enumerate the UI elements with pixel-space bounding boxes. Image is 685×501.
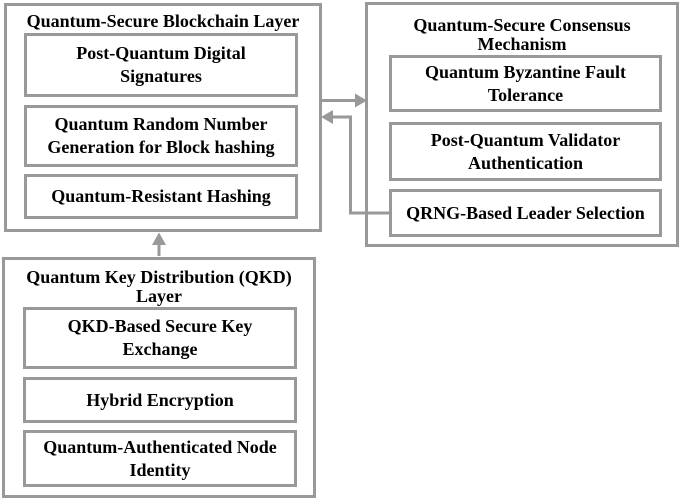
blockchain-item-label: Quantum Random Number Generation for Blo… [47, 114, 275, 157]
consensus-mechanism-box: Quantum-Secure Consensus Mechanism Quant… [365, 2, 679, 247]
consensus-mechanism-title: Quantum-Secure Consensus Mechanism [413, 15, 631, 54]
qkd-item-label: QKD-Based Secure Key Exchange [67, 316, 253, 359]
consensus-item-label: QRNG-Based Leader Selection [406, 202, 645, 223]
blockchain-item-label: Quantum-Resistant Hashing [51, 186, 271, 206]
consensus-item-qrng-based-leader-selection: QRNG-Based Leader Selection [389, 189, 662, 237]
arrowhead-up-icon [152, 232, 166, 245]
consensus-item-post-quantum-validator-authentication: Post-Quantum Validator Authentication [389, 122, 662, 181]
arrowhead-left-icon [321, 110, 333, 124]
qkd-layer-box: Quantum Key Distribution (QKD) Layer QKD… [2, 257, 316, 498]
blockchain-item-label: Post-Quantum Digital Signatures [76, 43, 246, 86]
blockchain-item-quantum-random-number-generation: Quantum Random Number Generation for Blo… [24, 105, 298, 167]
blockchain-item-post-quantum-digital-signatures: Post-Quantum Digital Signatures [24, 33, 298, 97]
blockchain-item-quantum-resistant-hashing: Quantum-Resistant Hashing [24, 174, 298, 219]
qkd-item-label: Quantum-Authenticated Node Identity [43, 436, 277, 480]
qkd-item-hybrid-encryption: Hybrid Encryption [23, 377, 297, 423]
arrow-qkd-to-blockchain [152, 232, 166, 256]
arrow-blockchain-to-consensus [321, 93, 367, 108]
consensus-item-label: Post-Quantum Validator Authentication [430, 129, 621, 173]
blockchain-layer-box: Quantum-Secure Blockchain Layer Post-Qua… [4, 3, 322, 232]
blockchain-layer-title: Quantum-Secure Blockchain Layer [26, 11, 300, 31]
qkd-item-label: Hybrid Encryption [86, 389, 234, 410]
consensus-item-quantum-byzantine-fault-tolerance: Quantum Byzantine Fault Tolerance [389, 55, 662, 112]
consensus-item-label: Quantum Byzantine Fault Tolerance [424, 61, 627, 105]
qkd-item-quantum-authenticated-node-identity: Quantum-Authenticated Node Identity [23, 430, 297, 487]
qkd-item-qkd-based-secure-key-exchange: QKD-Based Secure Key Exchange [23, 307, 297, 369]
qkd-layer-title: Quantum Key Distribution (QKD) Layer [26, 267, 292, 306]
